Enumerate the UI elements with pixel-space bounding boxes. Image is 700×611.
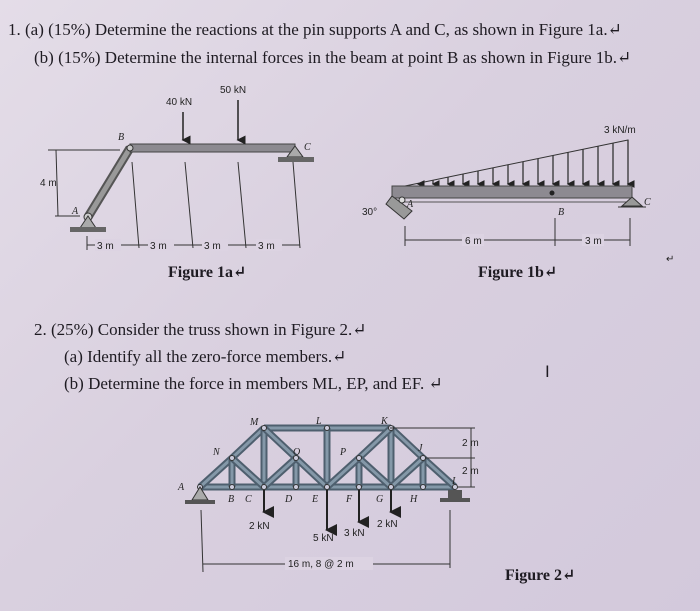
joint <box>388 484 394 490</box>
node-l: L <box>315 416 322 427</box>
node-a: A <box>177 482 185 493</box>
node-i: I <box>451 476 456 487</box>
node-j: J <box>418 443 423 454</box>
node-g: G <box>376 494 383 505</box>
node-o: O <box>293 447 300 458</box>
figure-1b-caption: Figure 1b↵ <box>478 264 558 281</box>
load-g: 2 kN <box>377 519 398 530</box>
point-a-label: A <box>406 199 414 210</box>
joint <box>261 484 267 490</box>
inclined-support-a <box>385 195 413 220</box>
load-e: 5 kN <box>313 533 334 544</box>
node-d: D <box>284 494 293 505</box>
load-label: 3 kN/m <box>604 125 636 136</box>
joint <box>356 484 362 490</box>
point-c-label: C <box>644 197 651 208</box>
point-b-dot <box>549 190 555 196</box>
point-b-label: B <box>558 207 564 218</box>
problem-2a-text: (a) Identify all the zero-force members.… <box>64 347 347 366</box>
node-n: N <box>212 447 221 458</box>
figure-2-labels: A B C D E F G H I N M O L P K J 2 kN 5 k… <box>177 416 479 573</box>
load-f: 3 kN <box>344 528 365 539</box>
node-m: M <box>249 417 259 428</box>
joint <box>420 484 426 490</box>
ground-i <box>440 498 470 502</box>
figure-1a-caption: Figure 1a↵ <box>168 264 247 281</box>
joint <box>293 484 299 490</box>
problem-2b-text: (b) Determine the force in members ML, E… <box>64 374 443 393</box>
problem-2-title: 2. (25%) Consider the truss shown in Fig… <box>34 320 367 339</box>
span-3m: 3 m <box>585 236 602 247</box>
joint <box>229 455 235 461</box>
node-c: C <box>245 494 252 505</box>
node-h: H <box>409 494 418 505</box>
problem-1a-text: 1. (a) (15%) Determine the reactions at … <box>8 20 622 39</box>
figure-2-caption: Figure 2↵ <box>505 567 576 584</box>
beam-ac <box>391 185 633 199</box>
return-mark: ↵ <box>666 254 674 265</box>
load-40-label: 40 kN <box>166 97 192 108</box>
load-c: 2 kN <box>249 521 270 532</box>
joint <box>452 484 458 490</box>
node-e: E <box>311 494 318 505</box>
span-4: 3 m <box>258 241 275 252</box>
beam-bc <box>129 143 296 153</box>
joint <box>420 455 426 461</box>
joint <box>356 455 362 461</box>
joint <box>229 484 235 490</box>
span-2: 3 m <box>150 241 167 252</box>
roller-support-i <box>448 490 462 498</box>
node-b: B <box>228 494 234 505</box>
joint <box>324 484 330 490</box>
height-upper: 2 m <box>462 438 479 449</box>
load-50-label: 50 kN <box>220 85 246 96</box>
joint <box>324 425 330 431</box>
node-f: F <box>345 494 353 505</box>
text-cursor: I <box>545 362 550 381</box>
height-lower: 2 m <box>462 466 479 477</box>
joint <box>293 455 299 461</box>
point-b-label: B <box>118 132 124 143</box>
support-c <box>620 196 644 207</box>
figure-1b: 3 kN/m 30° A B C 6 m 3 m ↵ <box>362 125 674 265</box>
distributed-load-profile <box>404 139 629 187</box>
span-6m: 6 m <box>465 236 482 247</box>
problem-1b-text: (b) (15%) Determine the internal forces … <box>34 48 632 67</box>
angle-label: 30° <box>362 207 377 218</box>
span-1: 3 m <box>97 241 114 252</box>
ground-a <box>185 500 215 504</box>
span-label: 16 m, 8 @ 2 m <box>288 559 354 570</box>
ground-a <box>70 227 106 232</box>
joint <box>261 425 267 431</box>
height-label: 4 m <box>40 178 57 189</box>
point-a-label: A <box>71 206 79 217</box>
node-k: K <box>380 416 389 427</box>
figure-1a: 40 kN 50 kN B A C 4 m 3 m 3 m 3 m 3 m <box>40 85 314 252</box>
ground-c <box>278 157 314 162</box>
point-c-label: C <box>304 142 311 153</box>
figure-2-truss <box>185 424 470 536</box>
span-3: 3 m <box>204 241 221 252</box>
node-p: P <box>339 447 346 458</box>
